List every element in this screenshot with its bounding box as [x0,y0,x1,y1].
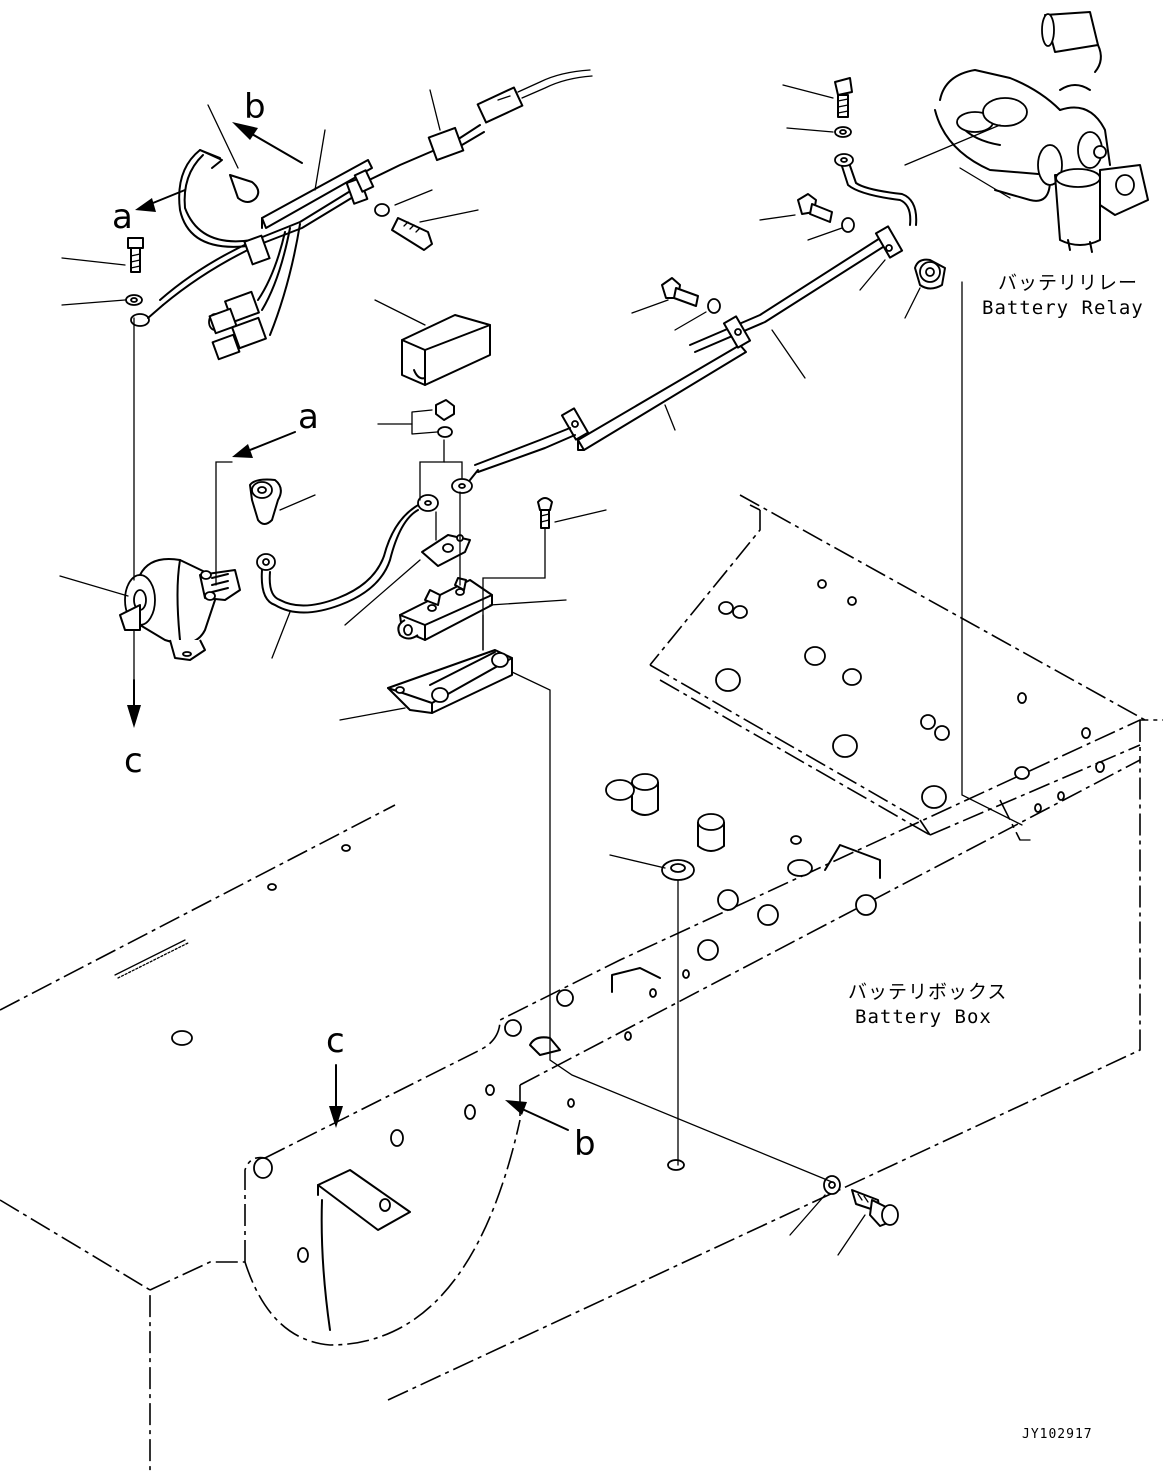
view-arrows [127,122,569,1131]
fasteners-upper-left [125,203,433,306]
fuse-assembly [387,399,553,714]
battery-relay [934,11,1149,253]
battery-box-details [114,579,1105,1331]
label-c-bottom: c [326,1021,345,1061]
label-a-middle: a [298,397,319,437]
diagram-labels: b a a c c b バッテリリレー Battery Relay バッテリボッ… [112,87,1144,1442]
upper-harness [130,69,593,361]
caption-battery-relay-jp: バッテリリレー [998,272,1138,294]
leader-lines [59,84,1031,1256]
fasteners-middle [661,77,946,314]
label-c-left: c [124,741,143,781]
label-a-top: a [112,197,133,237]
label-b-top: b [244,87,266,127]
caption-battery-box-en: Battery Box [855,1006,992,1028]
caption-battery-relay-en: Battery Relay [982,297,1144,319]
label-b-bottom: b [574,1124,596,1164]
drawing-code: JY102917 [1022,1427,1093,1442]
relay-unit [119,558,241,661]
battery-cables [249,153,918,614]
caption-battery-box-jp: バッテリボックス [848,981,1007,1003]
battery-box-outline [0,494,1163,1471]
harness-cover [401,314,491,386]
